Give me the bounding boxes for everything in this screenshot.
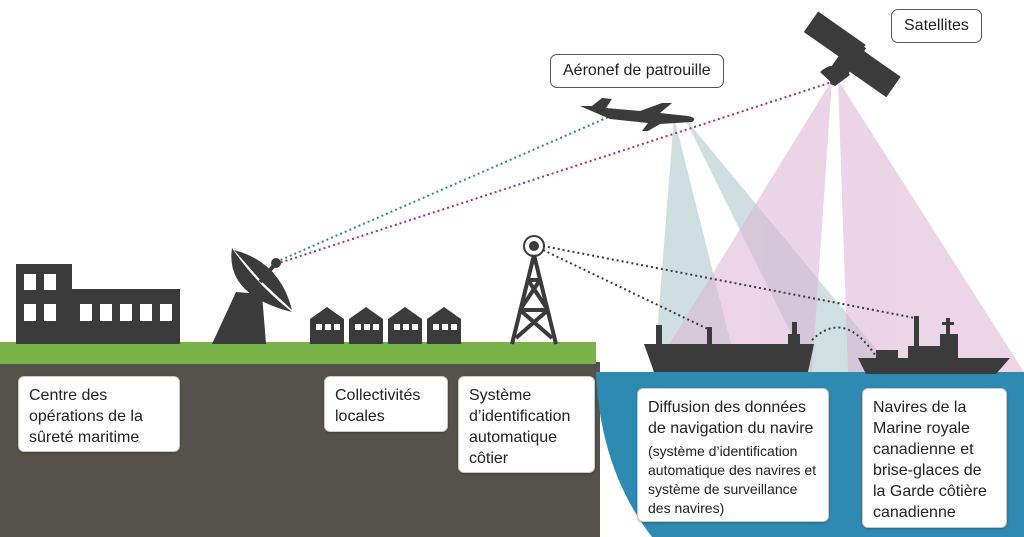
nav-data-label: Diffusion des données de navigation du n…	[637, 388, 829, 522]
satellite-icon	[803, 11, 901, 98]
ais-coastal-label: Système d’identification automatique côt…	[458, 376, 595, 473]
communication-links	[275, 81, 916, 359]
link-ship-navy	[811, 326, 878, 359]
houses-icon	[310, 307, 461, 344]
radio-tower-icon	[510, 235, 558, 345]
link-tower-navy	[542, 245, 916, 319]
cargo-ship-icon	[644, 322, 814, 372]
building-icon	[16, 264, 180, 344]
link-tower-ship	[542, 249, 711, 331]
aircraft-icon	[580, 98, 695, 131]
navy-ship-icon	[858, 316, 1010, 374]
satellite-dish-icon	[212, 248, 292, 344]
satellite-beam	[652, 80, 832, 372]
satellite-beams	[652, 80, 1024, 372]
msoc-label: Centre des opérations de la sûreté marit…	[18, 376, 180, 452]
grass-strip	[0, 342, 596, 364]
communities-label: Collectivités locales	[324, 376, 448, 432]
satellites-label: Satellites	[891, 9, 982, 43]
nav-data-title: Diffusion des données de navigation du n…	[648, 399, 814, 437]
satellite-beam	[838, 80, 1024, 372]
link-dish-aircraft	[275, 111, 621, 263]
nav-data-detail: (système d’identification automatique de…	[648, 443, 817, 516]
navy-label: Navires de la Marine royale canadienne e…	[862, 388, 1007, 528]
aircraft-label: Aéronef de patrouille	[550, 54, 724, 88]
